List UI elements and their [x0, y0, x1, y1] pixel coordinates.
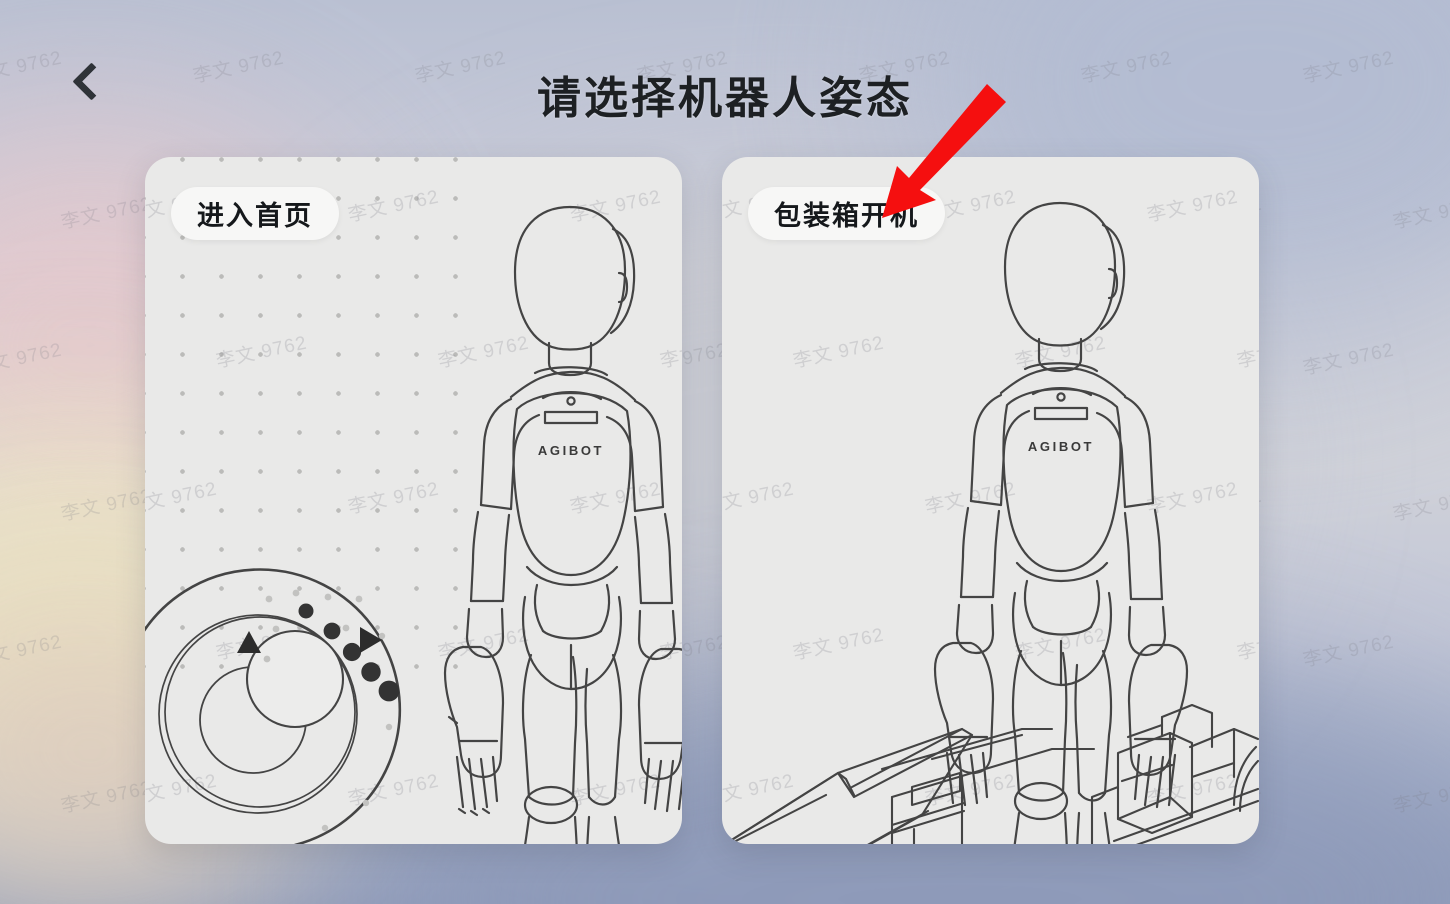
shipping-crate	[725, 703, 1259, 844]
pose-pill-crate-boot[interactable]: 包装箱开机	[748, 187, 945, 240]
pose-card-crate-boot[interactable]: AGIBOT	[722, 157, 1259, 844]
page-title: 请选择机器人姿态	[537, 74, 913, 123]
dial-dot-arc	[298, 603, 400, 702]
triangle-up-icon	[237, 631, 261, 653]
illustration-robot-standing-with-dial: AGIBOT	[145, 157, 682, 844]
dial-control	[145, 568, 402, 844]
dial-dot-arc-faint	[263, 589, 393, 832]
svg-text:AGIBOT: AGIBOT	[538, 443, 604, 458]
dot-grid-pattern	[145, 157, 465, 677]
svg-text:AGIBOT: AGIBOT	[1028, 439, 1094, 454]
illustration-robot-in-shipping-crate: AGIBOT	[722, 157, 1259, 844]
pose-pill-home-pose[interactable]: 进入首页	[171, 187, 339, 240]
robot-line-art: AGIBOT	[443, 205, 682, 844]
pose-card-home-pose[interactable]: AGIBOT	[145, 157, 682, 844]
triangle-right-icon	[360, 627, 382, 653]
robot-line-art: AGIBOT	[933, 201, 1189, 844]
